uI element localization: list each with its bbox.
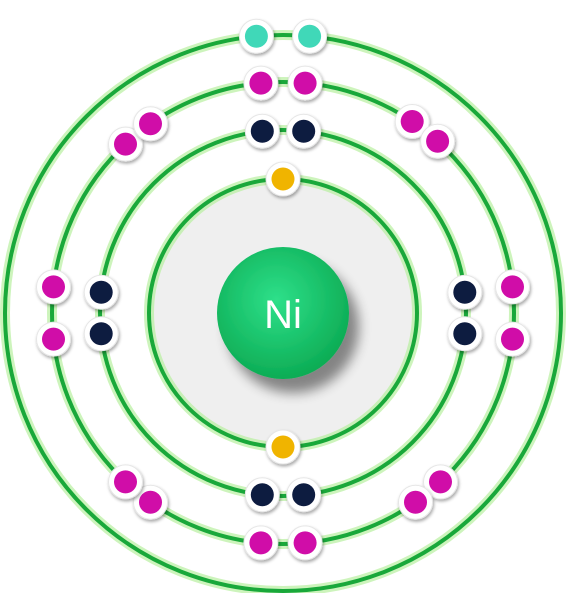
electron-shell-3-11 [133,484,168,520]
orbit-ring-3 [50,80,516,546]
electrons [36,18,530,561]
electron-shell-3-3 [394,104,430,139]
nucleus [217,247,349,379]
orbit-ring-4 [3,33,563,593]
electron-shell-2-1 [244,113,280,149]
electron-shell-1-1 [265,161,301,197]
electron-shell-3-12 [108,464,143,500]
electron-shell-2-7 [83,316,119,352]
electron-shell-3-4 [420,123,456,159]
electron-shell-3-2 [287,65,323,101]
electron-shell-3-1 [243,65,279,101]
electron-shell-3-10 [243,525,279,561]
electron-shell-2-4 [447,316,483,352]
electron-shell-3-9 [287,525,323,561]
electron-shell-3-6 [495,321,530,357]
electron-shell-3-13 [36,321,71,357]
electron-shell-3-7 [423,464,458,500]
electron-shell-3-8 [398,484,433,520]
electron-shell-1-2 [265,429,301,465]
electron-shell-3-5 [495,269,530,305]
electron-shell-4-2 [292,18,328,54]
element-symbol: Ni [264,293,302,337]
electron-shell-2-6 [244,477,280,513]
electron-shell-2-2 [286,113,322,149]
electron-shell-2-8 [83,274,119,310]
electron-shell-2-5 [286,477,322,513]
orbit-ring-2 [98,128,468,498]
orbit-rings [0,30,566,593]
electron-shell-3-14 [36,269,71,305]
electron-shell-2-3 [447,274,483,310]
electron-shell-3-15 [108,126,143,162]
electron-shell-4-1 [238,18,274,54]
nucleus-core [217,247,349,379]
electron-shell-3-16 [133,106,168,142]
